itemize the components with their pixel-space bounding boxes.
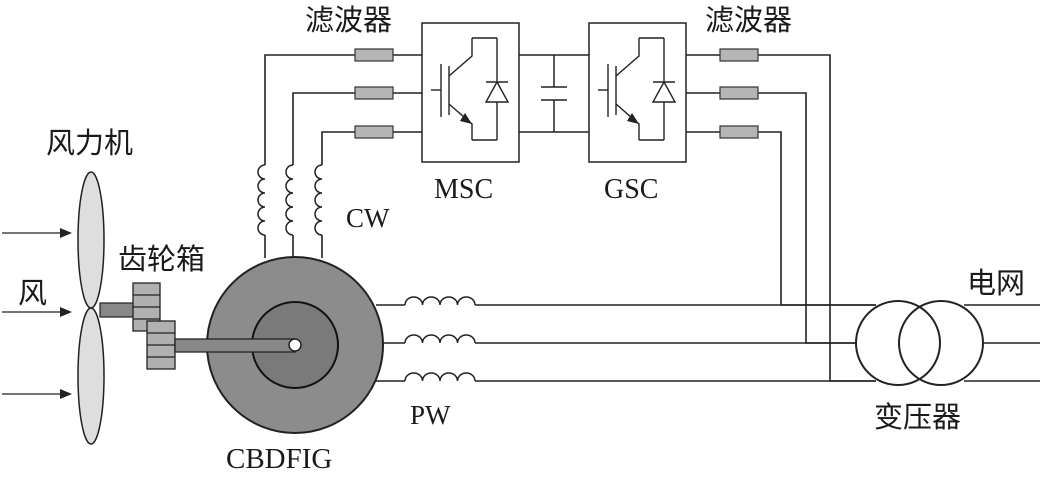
wind-arrow-bottom: [2, 389, 72, 399]
grid-wires: [964, 304, 1040, 382]
grid-label: 电网: [967, 266, 1025, 300]
cw-label: CW: [346, 203, 390, 233]
pw-inductor-2: [404, 334, 476, 344]
filter-right-1: [719, 48, 759, 62]
pw-label: PW: [410, 400, 451, 430]
gearbox-label: 齿轮箱: [118, 242, 205, 276]
blade-lower: [77, 307, 105, 445]
gearbox-icon: [132, 282, 176, 370]
filter-left-group: [354, 48, 394, 139]
pw-inductor-3: [404, 372, 476, 382]
filter-left-2: [354, 86, 394, 100]
filter-right-group: [719, 48, 759, 139]
generator-icon: [174, 256, 384, 434]
blade-upper: [77, 171, 105, 309]
filter-left-1: [354, 48, 394, 62]
pw-inductor-1: [404, 296, 476, 306]
cw-inductor-3: [314, 164, 329, 236]
filter-right-label: 滤波器: [705, 3, 792, 37]
cw-inductor-2: [285, 164, 300, 236]
wind-arrows: [2, 228, 72, 399]
low-speed-shaft: [99, 302, 136, 318]
cw-inductors: [257, 164, 329, 236]
generator-label: CBDFIG: [226, 443, 332, 475]
wind-arrow-middle: [2, 307, 72, 317]
gsc-converter: [588, 22, 687, 163]
pw-inductors: [404, 296, 476, 382]
wind-arrow-top: [2, 228, 72, 238]
turbine-rotor: [77, 171, 105, 445]
gsc-output-wires: [686, 54, 876, 382]
wind-turbine-label: 风力机: [46, 126, 133, 160]
filter-right-3: [719, 125, 759, 139]
filter-left-3: [354, 125, 394, 139]
shaft-end: [288, 338, 302, 352]
dc-link-capacitor: [519, 54, 589, 133]
high-speed-shaft: [174, 338, 296, 353]
gsc-label: GSC: [604, 174, 658, 205]
filter-left-label: 滤波器: [305, 3, 392, 37]
filter-right-2: [719, 86, 759, 100]
transformer-label: 变压器: [874, 400, 961, 434]
transformer-icon: [855, 300, 984, 386]
power-winding-wires: [376, 304, 876, 382]
msc-converter: [421, 22, 520, 163]
msc-label: MSC: [434, 174, 493, 205]
cw-inductor-1: [257, 164, 272, 236]
wind-label: 风: [18, 276, 47, 310]
